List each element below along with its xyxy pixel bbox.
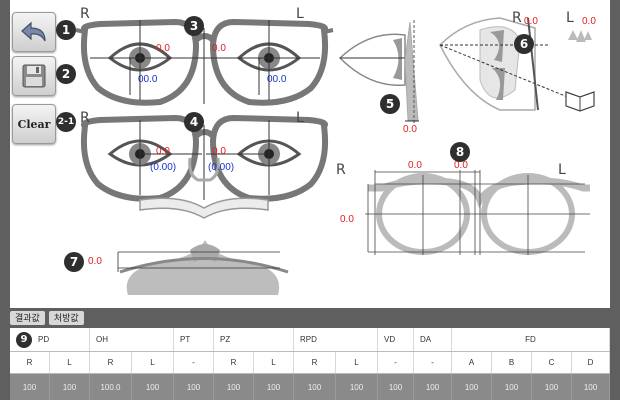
mid-paren-left-value[interactable]: (0.00) xyxy=(208,162,235,173)
tilt-right-label: R xyxy=(512,10,522,26)
tilt-right-value[interactable]: 0.0 xyxy=(524,16,538,27)
frame-left-label: L xyxy=(558,162,566,178)
badge-8: 8 xyxy=(450,142,470,162)
frame-height-value[interactable]: 0.0 xyxy=(340,214,354,225)
table-group-oh: OH xyxy=(90,328,174,351)
table-cell[interactable]: 100 xyxy=(254,374,294,400)
table-group-da: DA xyxy=(414,328,452,351)
top-oh-right-value[interactable]: 00.0 xyxy=(138,74,158,85)
frame-width-value[interactable]: 0.0 xyxy=(408,160,422,171)
table-subheader: L xyxy=(336,352,378,373)
badge-1: 1 xyxy=(56,20,76,40)
mid-pd-right-value[interactable]: 0.0 xyxy=(156,146,170,157)
table-subheader: R xyxy=(90,352,132,373)
vd-value[interactable]: 0.0 xyxy=(403,124,417,135)
table-group-fd: FD xyxy=(452,328,610,351)
table-cell[interactable]: 100 xyxy=(132,374,174,400)
tab-result[interactable]: 결과값 xyxy=(10,311,45,325)
table-subheader: C xyxy=(532,352,572,373)
table-subheader: - xyxy=(414,352,452,373)
measurement-table: 9 PD OH PT PZ RPD VD DA FD R L R L - R L… xyxy=(10,328,610,400)
table-group-pz: PZ xyxy=(214,328,294,351)
top-oh-left-value[interactable]: 00.0 xyxy=(267,74,287,85)
mid-right-eye-label: R xyxy=(80,110,90,126)
table-subheader: L xyxy=(132,352,174,373)
mid-paren-right-value[interactable]: (0.00) xyxy=(150,162,177,173)
badge-6: 6 xyxy=(514,34,534,54)
badge-2-1: 2-1 xyxy=(56,112,76,132)
table-cell[interactable]: 100 xyxy=(452,374,492,400)
badge-5: 5 xyxy=(380,94,400,114)
top-left-eye-label: L xyxy=(296,6,304,22)
floppy-disk-icon xyxy=(22,64,46,88)
table-cell[interactable]: 100 xyxy=(10,374,50,400)
table-cell[interactable]: 100 xyxy=(214,374,254,400)
table-group-rpd: RPD xyxy=(294,328,378,351)
measurement-canvas: 1 2 2-1 3 4 5 6 7 8 R L 0.0 0.0 00.0 00.… xyxy=(10,0,610,308)
table-cell[interactable]: 100 xyxy=(572,374,610,400)
table-group-pd: 9 PD xyxy=(10,328,90,351)
table-subheader: L xyxy=(50,352,90,373)
front-glasses-mid xyxy=(80,114,329,202)
table-group-vd: VD xyxy=(378,328,414,351)
frame-right-label: R xyxy=(336,162,346,178)
table-cell[interactable]: 100 xyxy=(378,374,414,400)
table-subheader: R xyxy=(294,352,336,373)
wrap-value[interactable]: 0.0 xyxy=(88,256,102,267)
frame-front-diagram xyxy=(365,170,590,255)
badge-2: 2 xyxy=(56,64,76,84)
table-cell[interactable]: 100 xyxy=(532,374,572,400)
table-cell[interactable]: 100 xyxy=(174,374,214,400)
mid-pd-left-value[interactable]: 0.0 xyxy=(212,146,226,157)
table-subheader: - xyxy=(174,352,214,373)
badge-3: 3 xyxy=(184,16,204,36)
top-pd-right-value[interactable]: 0.0 xyxy=(156,43,170,54)
clear-button[interactable]: Clear xyxy=(12,104,56,144)
table-subheader-row: R L R L - R L R L - - A B C D xyxy=(10,352,610,374)
result-tabs: 결과값 처방값 xyxy=(10,311,84,327)
top-right-eye-label: R xyxy=(80,6,90,22)
table-subheader: - xyxy=(378,352,414,373)
table-group-header-row: 9 PD OH PT PZ RPD VD DA FD xyxy=(10,328,610,352)
top-pd-left-value[interactable]: 0.0 xyxy=(212,43,226,54)
wrap-view-diagram xyxy=(117,240,289,295)
table-subheader: A xyxy=(452,352,492,373)
table-subheader: D xyxy=(572,352,610,373)
frame-bridge-value[interactable]: 0.0 xyxy=(454,160,468,171)
save-button[interactable] xyxy=(12,56,56,96)
front-glasses-top xyxy=(75,18,334,106)
table-value-row: 100 100 100.0 100 100 100 100 100 100 10… xyxy=(10,374,610,400)
table-group-pt: PT xyxy=(174,328,214,351)
side-view-diagram xyxy=(338,20,419,125)
badge-7: 7 xyxy=(64,252,84,272)
badge-9: 9 xyxy=(16,331,32,348)
tab-prescription[interactable]: 처방값 xyxy=(48,311,84,325)
diagram-layer xyxy=(75,17,595,295)
table-subheader: L xyxy=(254,352,294,373)
table-cell[interactable]: 100 xyxy=(414,374,452,400)
undo-button[interactable] xyxy=(12,12,56,52)
tilt-left-value[interactable]: 0.0 xyxy=(582,16,596,27)
table-subheader: B xyxy=(492,352,532,373)
table-cell[interactable]: 100 xyxy=(336,374,378,400)
tilt-view-diagram xyxy=(439,17,595,112)
clear-button-label: Clear xyxy=(17,117,51,131)
table-subheader: R xyxy=(10,352,50,373)
table-cell[interactable]: 100 xyxy=(492,374,532,400)
tilt-left-label: L xyxy=(566,10,574,26)
table-cell[interactable]: 100.0 xyxy=(90,374,132,400)
undo-arrow-icon xyxy=(21,21,46,42)
mid-left-eye-label: L xyxy=(296,110,304,126)
table-cell[interactable]: 100 xyxy=(50,374,90,400)
table-cell[interactable]: 100 xyxy=(294,374,336,400)
table-subheader: R xyxy=(214,352,254,373)
badge-4: 4 xyxy=(184,112,204,132)
